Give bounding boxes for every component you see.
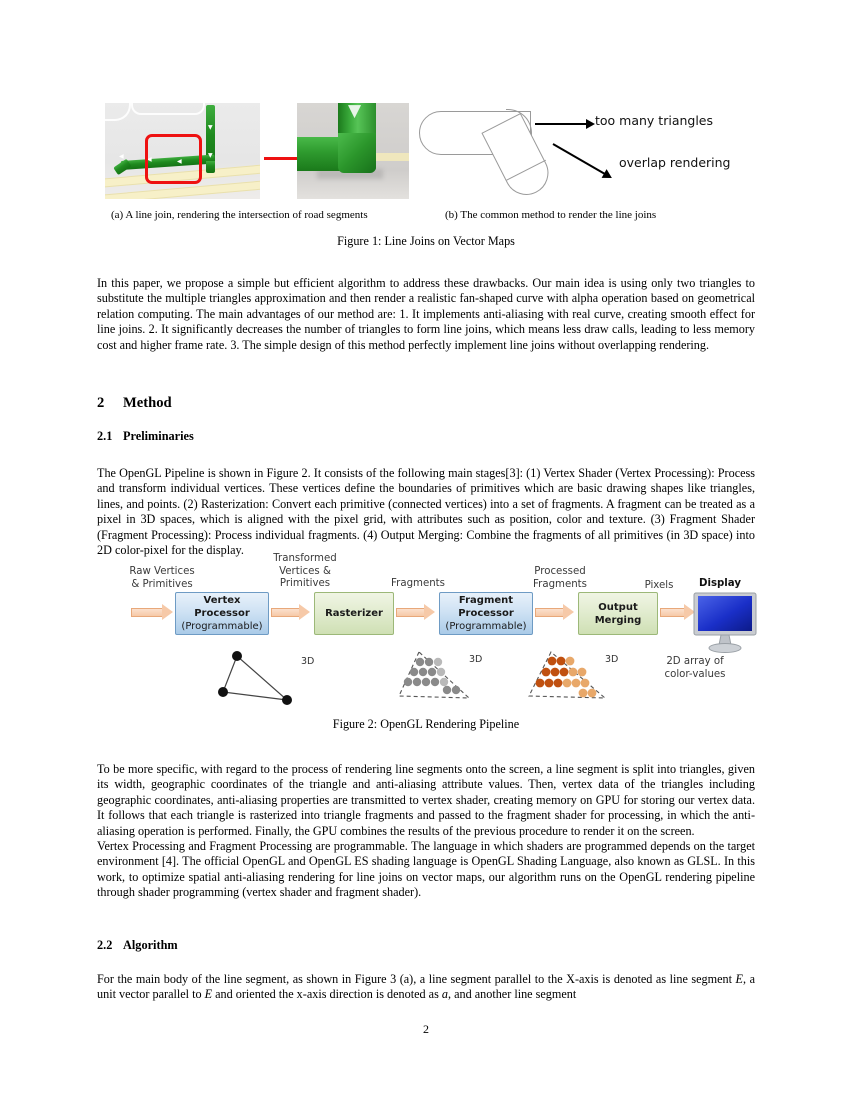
label-too-many-triangles: too many triangles	[595, 113, 714, 128]
display-monitor-icon	[693, 592, 757, 653]
grey-fragments-illustration	[398, 651, 471, 699]
direction-chevron-icon: ◀	[177, 158, 182, 165]
subsection-number: 2.1	[97, 429, 113, 443]
subsection-title: Algorithm	[123, 938, 178, 952]
zoomed-line-join-image: ▼	[297, 103, 409, 199]
heading-section-2: 2 Method	[97, 395, 172, 412]
direction-chevron-icon: ◀	[147, 156, 152, 163]
paragraph-shaders: Vertex Processing and Fragment Processin…	[97, 839, 755, 900]
white-road-shape	[131, 103, 205, 115]
green-road-corner	[206, 161, 215, 172]
red-highlight-box	[145, 134, 202, 184]
stage-output-merging: Output Merging	[578, 592, 658, 635]
capsule-rotated-divider	[506, 159, 547, 181]
direction-chevron-icon: ▼	[208, 152, 213, 159]
arrow-shaft	[131, 608, 162, 617]
label-transformed-vertices: Transformed Vertices & Primitives	[273, 553, 337, 589]
stage-rasterizer: Rasterizer	[314, 592, 394, 635]
arrow-head	[684, 604, 695, 620]
label-raw-vertices: Raw Vertices & Primitives	[129, 566, 195, 590]
paragraph-intro: In this paper, we propose a simple but e…	[97, 276, 755, 352]
math-var-e: E	[735, 972, 743, 986]
paragraph-preliminaries: The OpenGL Pipeline is shown in Figure 2…	[97, 466, 755, 558]
vertex-triangle-illustration	[218, 651, 292, 705]
label-display: Display	[699, 578, 741, 589]
math-var-a: a	[441, 987, 448, 1002]
arrow-head	[563, 604, 574, 620]
figure-2-caption: Figure 2: OpenGL Rendering Pipeline	[332, 717, 520, 731]
arrow-shaft	[535, 608, 563, 617]
pipeline-arrow	[660, 604, 702, 620]
section-number: 2	[97, 395, 105, 411]
label-fragments: Fragments	[391, 578, 445, 589]
stage-vertex-processor: Vertex Processor (Programmable)	[175, 592, 269, 635]
pipeline-arrow	[396, 604, 438, 620]
green-road-vertical	[206, 105, 215, 173]
annotation-arrow-triangles	[535, 119, 595, 129]
line-join-method-diagram: too many triangles overlap rendering	[419, 103, 755, 203]
direction-chevron-icon: ▼	[208, 124, 213, 131]
arrow-head	[162, 604, 173, 620]
math-var-e: E	[204, 987, 213, 1002]
figure-1: ▼ ▼ ◀ ◀ ◀ ▼	[97, 103, 755, 251]
algo-text-3: and oriented the x-axis direction is den…	[212, 987, 442, 1002]
pipeline-arrow	[535, 604, 577, 620]
label-2d-array: 2D array of color-values	[664, 656, 726, 680]
algo-text-1: For the main body of the line segment, a…	[97, 972, 736, 986]
paragraph-algorithm: For the main body of the line segment, a…	[97, 972, 755, 1003]
figure-1-images: ▼ ▼ ◀ ◀ ◀ ▼	[97, 103, 755, 203]
paragraph-specific: To be more specific, with regard to the …	[97, 762, 755, 838]
arrow-head	[424, 604, 435, 620]
algo-text-4: , and another line segment	[447, 987, 577, 1002]
label-overlap-rendering: overlap rendering	[619, 155, 731, 170]
annotation-arrow-overlap	[552, 143, 606, 175]
arrow-head	[299, 604, 310, 620]
label-3d-fragments: 3D	[469, 654, 483, 665]
subsection-title: Preliminaries	[123, 429, 194, 443]
label-3d-processed: 3D	[605, 654, 619, 665]
heading-section-2-1: 2.1 Preliminaries	[97, 429, 194, 444]
map-screenshot-image: ▼ ▼ ◀ ◀ ◀	[105, 103, 260, 199]
zoom-road-shadow	[317, 169, 383, 179]
pipeline-arrow	[131, 604, 173, 620]
label-3d-vertices: 3D	[301, 656, 315, 667]
opengl-pipeline-diagram: Raw Vertices & Primitives Transformed Ve…	[105, 553, 757, 716]
arrow-shaft	[660, 608, 684, 617]
arrow-shaft	[271, 608, 299, 617]
stage-fragment-processor: Fragment Processor (Programmable)	[439, 592, 533, 635]
capsule-rotated	[481, 113, 557, 203]
label-pixels: Pixels	[644, 580, 674, 591]
algo-text-2: , a unit vector parallel to	[97, 972, 755, 1002]
arrow-shaft	[396, 608, 424, 617]
heading-section-2-2: 2.2 Algorithm	[97, 938, 178, 953]
label-processed-fragments: Processed Fragments	[533, 566, 587, 590]
direction-chevron-icon: ◀	[119, 153, 124, 160]
page-number: 2	[423, 1022, 429, 1036]
subsection-number: 2.2	[97, 938, 113, 952]
figure-2: Raw Vertices & Primitives Transformed Ve…	[97, 553, 757, 741]
zoom-green-corner	[338, 133, 376, 173]
pipeline-arrow	[271, 604, 313, 620]
figure-1b-subcaption: (b) The common method to render the line…	[445, 209, 657, 221]
zoom-yellow-road	[373, 153, 409, 161]
figure-1a-subcaption: (a) A line join, rendering the intersect…	[111, 209, 368, 221]
section-title: Method	[123, 395, 172, 411]
orange-fragments-illustration	[528, 651, 607, 699]
direction-chevron-icon: ▼	[348, 103, 362, 121]
figure-1-caption: Figure 1: Line Joins on Vector Maps	[337, 234, 515, 248]
